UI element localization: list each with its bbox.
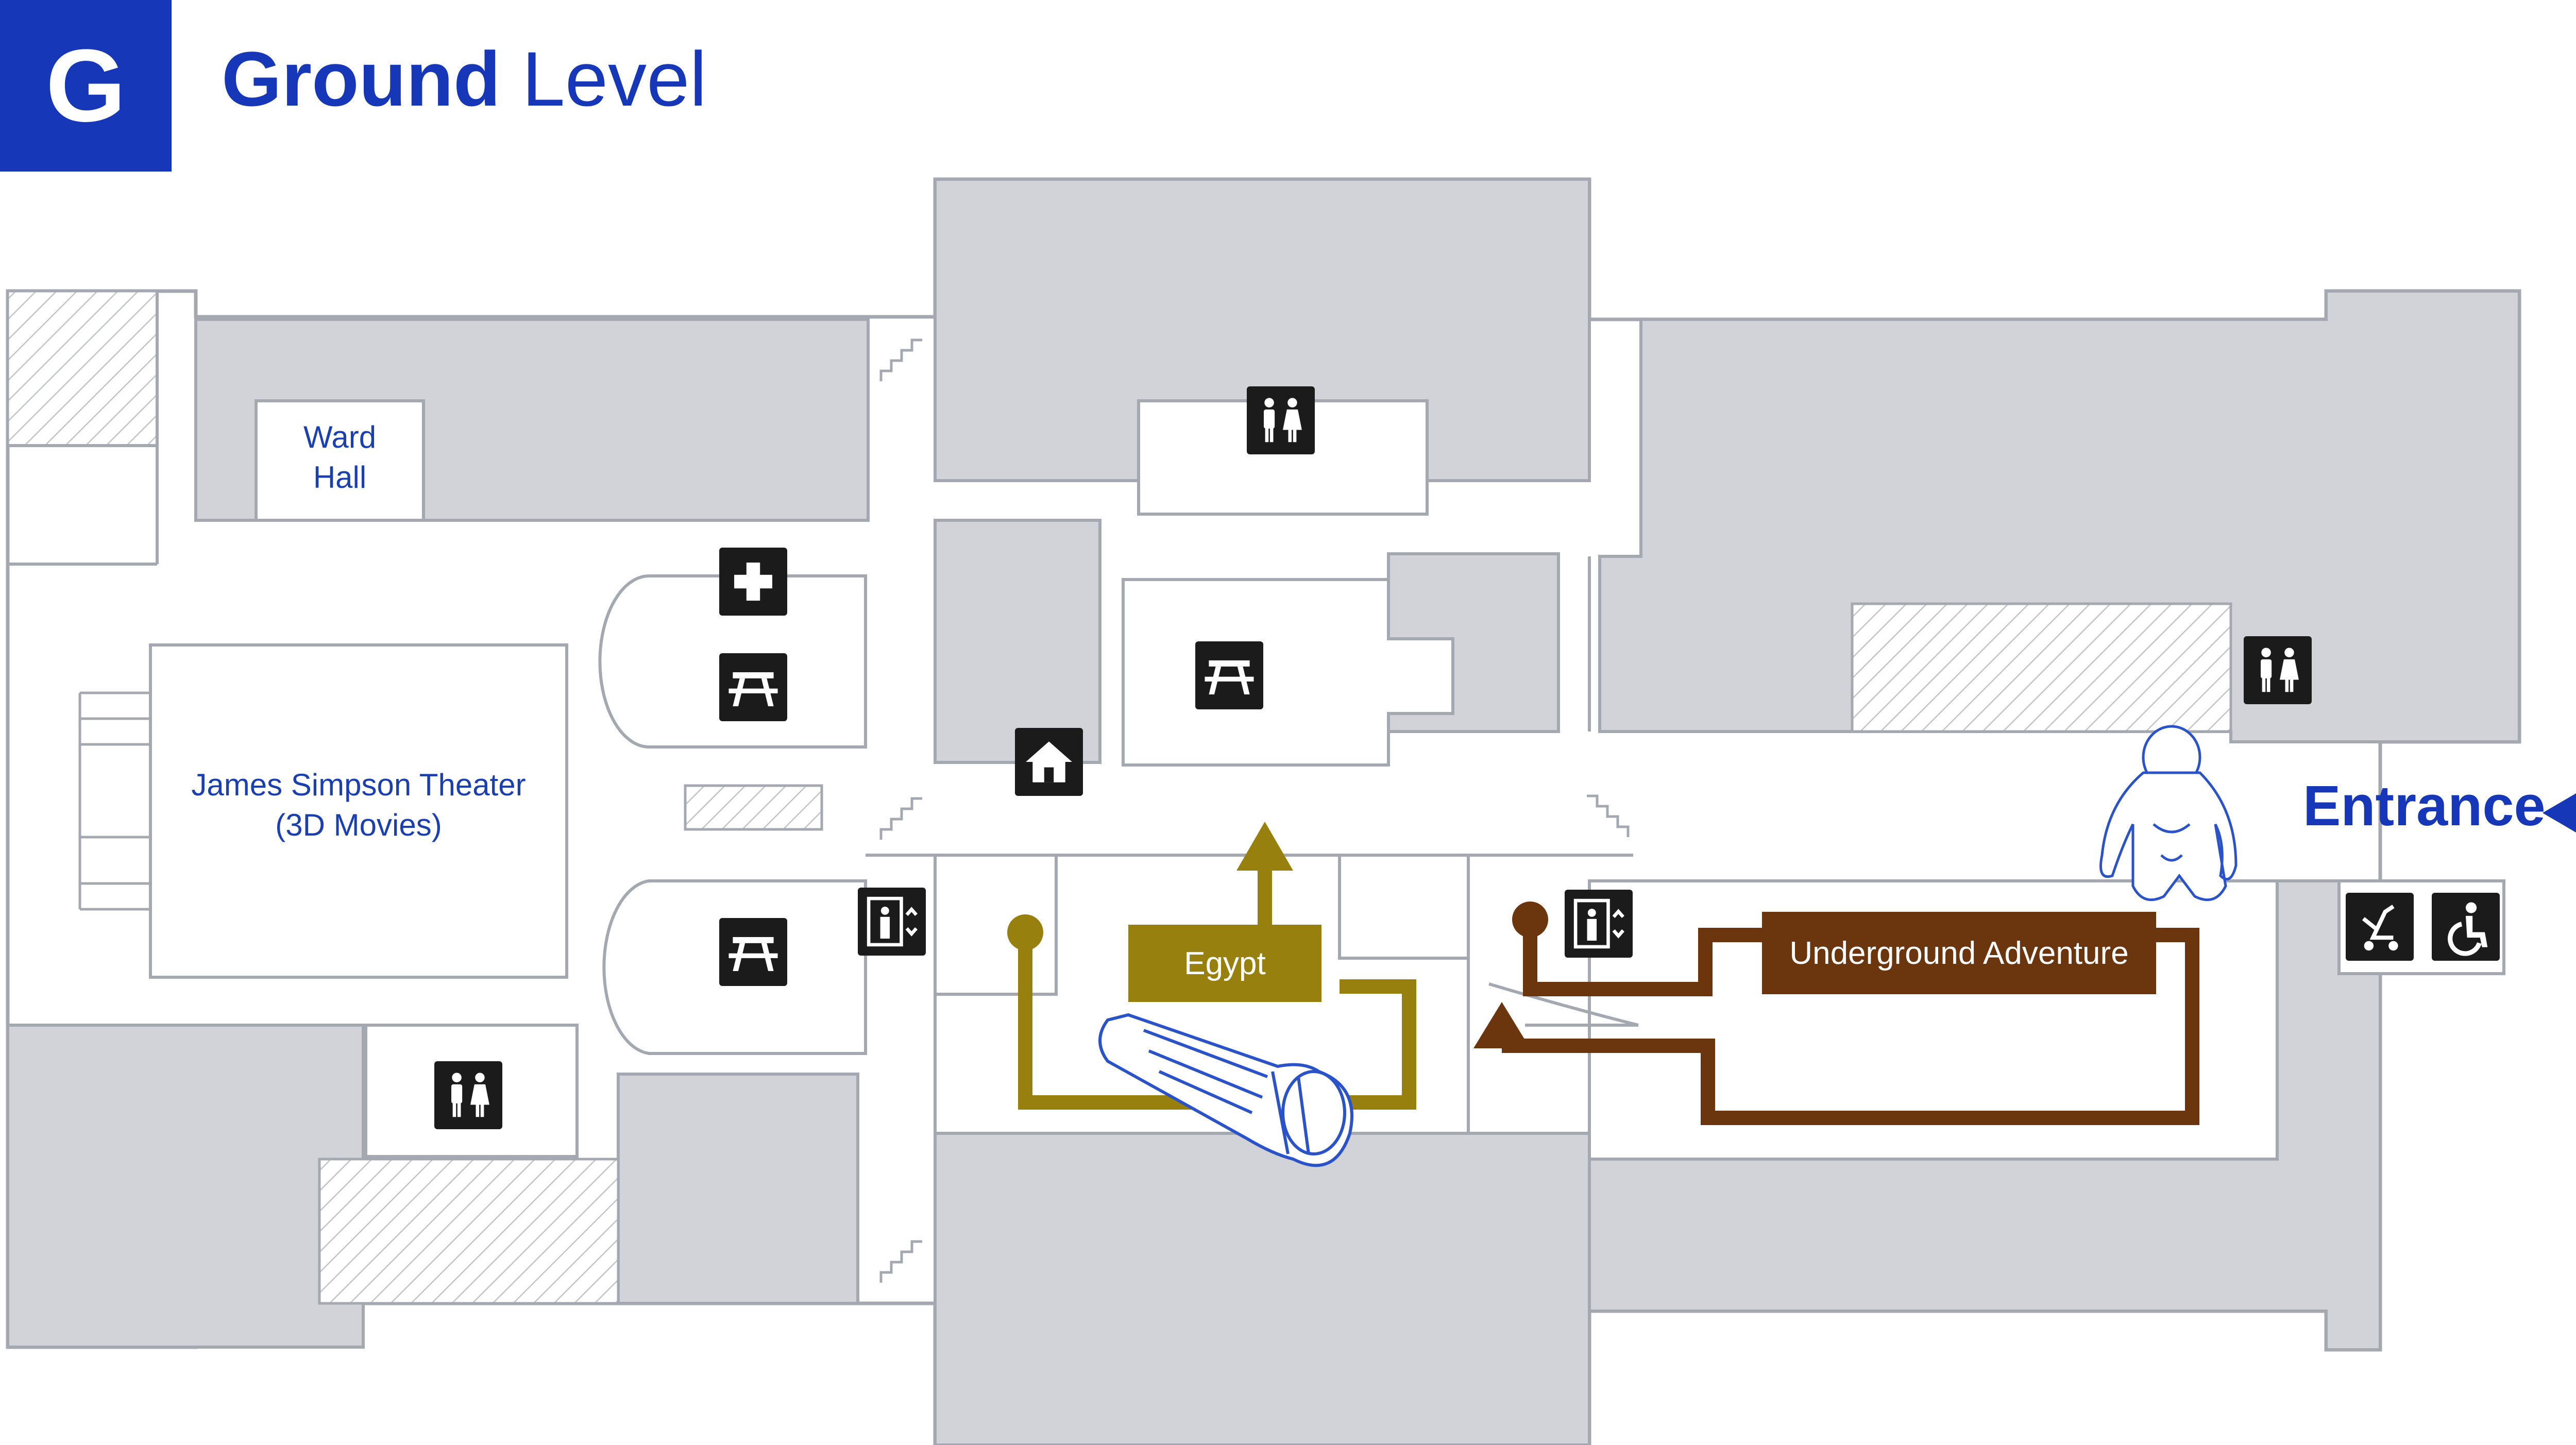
- ward-hall-label: Ward Hall: [256, 417, 423, 498]
- restroom-icon: [434, 1061, 502, 1129]
- sarcophagus-illustration: [1098, 1013, 1353, 1167]
- elevator-icon: [858, 888, 926, 956]
- egypt-arrow: [1236, 822, 1293, 871]
- egypt-route-start: [1007, 914, 1043, 950]
- ward-hall-line1: Ward: [303, 420, 377, 454]
- egypt-route: [1018, 865, 1416, 1110]
- ward-hall-line2: Hall: [313, 460, 367, 495]
- stairs: [78, 338, 1630, 1283]
- hatched-areas: [6, 290, 2232, 1305]
- gallery-center-left: [934, 519, 1101, 764]
- level-title-bold: Ground: [222, 36, 501, 122]
- gallery-south-center: [934, 1132, 1591, 1445]
- theater-room: [149, 643, 568, 979]
- restroom-icon: [1247, 386, 1315, 454]
- entrance-arrow: [2543, 793, 2576, 832]
- underground-route: [1502, 922, 2199, 1125]
- gorilla-illustration: [2099, 725, 2238, 902]
- theater-line1: James Simpson Theater: [191, 768, 526, 802]
- level-title-light: Level: [522, 36, 707, 122]
- first-aid-icon: [719, 548, 787, 616]
- restroom-icon: [2244, 636, 2312, 704]
- level-badge-letter: G: [45, 28, 126, 143]
- gallery-blocks: [6, 178, 2521, 1445]
- underground-arrow: [1473, 1002, 1530, 1048]
- gallery-east: [1598, 290, 2521, 743]
- gallery-sw: [6, 1024, 365, 1349]
- wheelchair-access-icon: [2432, 893, 2500, 961]
- egypt-label[interactable]: Egypt: [1184, 945, 1266, 981]
- theater-label: James Simpson Theater (3D Movies): [150, 765, 567, 845]
- gallery-south-left: [617, 1073, 859, 1305]
- stroller-icon: [2346, 893, 2414, 961]
- level-title: Ground Level: [222, 40, 707, 117]
- picnic-table-icon: [719, 918, 787, 986]
- ward-hall-room: [255, 399, 425, 522]
- theater-line2: (3D Movies): [275, 808, 442, 842]
- entrance-label: Entrance: [2303, 774, 2546, 838]
- interior-walls: [8, 291, 1639, 1027]
- picnic-room-center: [1122, 578, 1454, 767]
- underground-route-start: [1512, 902, 1548, 938]
- home-icon: [1015, 728, 1083, 796]
- underground-label-box: [1762, 912, 2156, 994]
- level-badge: G: [0, 0, 172, 172]
- egypt-label-box: [1128, 925, 1321, 1002]
- elevator-icon: [1565, 890, 1633, 958]
- underground-adventure-label[interactable]: Underground Adventure: [1789, 935, 2129, 971]
- picnic-table-icon: [1195, 641, 1263, 709]
- picnic-table-icon: [719, 653, 787, 721]
